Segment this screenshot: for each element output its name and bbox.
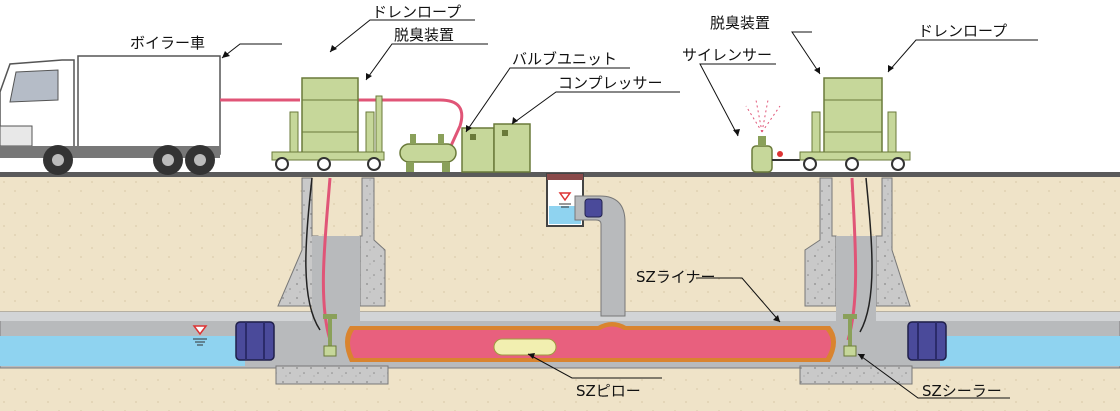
pipe-plug-right <box>907 321 947 361</box>
label-drain-rope-right: ドレンロープ <box>918 22 1007 40</box>
label-boiler-truck: ボイラー車 <box>130 34 205 52</box>
deodorizer-left <box>271 77 385 171</box>
sz-sealer-right <box>843 314 857 357</box>
leader-arrowheads <box>222 45 894 360</box>
pipe-plug-left <box>235 321 275 361</box>
label-compressor: コンプレッサー <box>558 74 663 92</box>
pipe-highlight <box>0 312 1120 321</box>
compressor <box>461 123 531 173</box>
label-valve-unit: バルブユニット <box>512 50 617 68</box>
sz-pillow <box>493 338 557 356</box>
valve-unit <box>399 134 457 172</box>
sz-sealer-left <box>323 314 337 357</box>
label-sz-liner: SZライナー <box>636 268 716 286</box>
water-right <box>940 336 1120 366</box>
water-level-icon <box>558 192 572 202</box>
label-sz-pillow: SZピロー <box>576 382 641 400</box>
label-sz-sealer: SZシーラー <box>922 382 1002 400</box>
label-drain-rope-left: ドレンロープ <box>372 3 461 21</box>
sz-liner <box>345 322 836 362</box>
label-silencer: サイレンサー <box>682 46 772 64</box>
lateral-connection <box>546 173 626 317</box>
manhole-right <box>799 177 913 385</box>
valve-hose <box>358 98 464 149</box>
label-deodorizer-right: 脱臭装置 <box>710 14 770 32</box>
drain-rope-right-line <box>859 177 873 333</box>
leader-lines <box>221 19 1038 399</box>
steam-spray-icon <box>745 99 781 133</box>
drain-rope-left-line <box>305 177 321 331</box>
label-deodorizer-left: 脱臭装置 <box>394 26 454 44</box>
water-left <box>0 336 245 366</box>
drain-rope-left-hose <box>321 177 332 341</box>
manhole-left <box>275 177 389 385</box>
boiler-truck <box>0 55 221 175</box>
silencer <box>745 99 800 173</box>
water-level-icon <box>192 325 208 346</box>
deodorizer-right <box>799 77 911 171</box>
